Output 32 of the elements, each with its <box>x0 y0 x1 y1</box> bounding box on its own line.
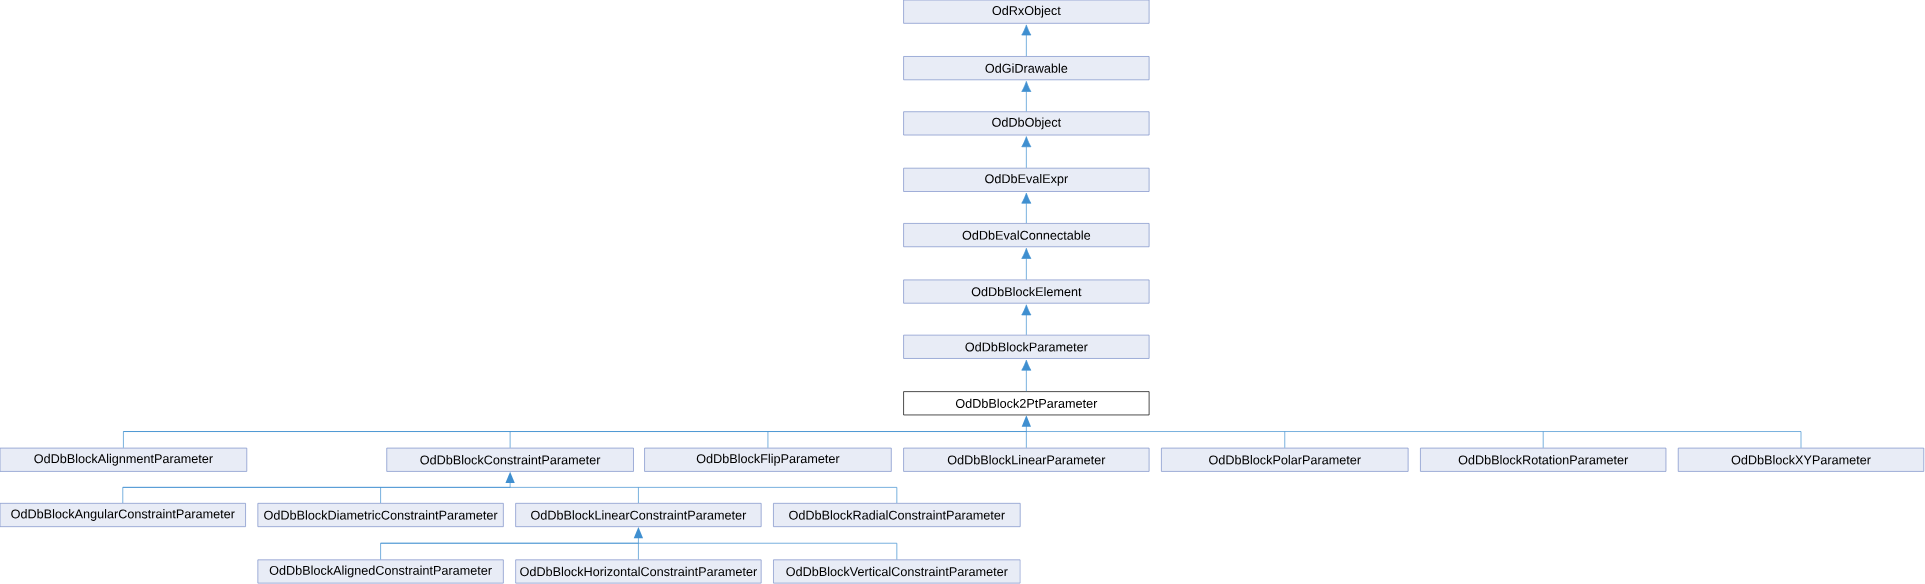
class-box: OdDbBlockAlignmentParameter <box>0 447 248 472</box>
class-box: OdDbBlockPolarParameter <box>1161 447 1409 472</box>
inheritance-arrow <box>123 415 1802 449</box>
inheritance-arrow <box>1021 24 1032 57</box>
inheritance-arrow <box>1021 248 1032 280</box>
class-box: OdDbBlockHorizontalConstraintParameter <box>515 559 762 584</box>
class-box: OdDbEvalExpr <box>903 167 1150 192</box>
class-box: OdDbBlockFlipParameter <box>644 447 892 472</box>
class-box: OdDbBlockLinearConstraintParameter <box>515 503 762 527</box>
class-box: OdDbBlockAngularConstraintParameter <box>0 503 246 527</box>
class-box: OdDbBlockXYParameter <box>1677 447 1925 472</box>
inheritance-arrow <box>122 471 898 504</box>
class-box: OdDbBlockRotationParameter <box>1420 447 1667 472</box>
class-box: OdDbBlock2PtParameter <box>903 391 1150 416</box>
class-box: OdDbEvalConnectable <box>903 223 1150 248</box>
class-box: OdDbBlockLinearParameter <box>903 447 1150 472</box>
class-box: OdRxObject <box>903 0 1150 24</box>
inheritance-arrow <box>1021 304 1032 336</box>
class-box: OdDbBlockConstraintParameter <box>386 447 634 472</box>
inheritance-arrow <box>1021 359 1032 392</box>
inheritance-arrow <box>1021 81 1032 112</box>
inheritance-arrow <box>380 527 898 560</box>
class-box: OdDbBlockDiametricConstraintParameter <box>257 503 504 527</box>
class-box: OdDbBlockElement <box>903 279 1150 304</box>
inheritance-arrow <box>1021 136 1032 169</box>
class-box: OdDbBlockParameter <box>903 334 1150 359</box>
class-box: OdGiDrawable <box>903 56 1150 81</box>
class-box: OdDbObject <box>903 111 1150 136</box>
inheritance-arrow <box>1021 192 1032 224</box>
class-box: OdDbBlockVerticalConstraintParameter <box>773 559 1021 584</box>
class-box: OdDbBlockRadialConstraintParameter <box>773 503 1021 527</box>
class-box: OdDbBlockAlignedConstraintParameter <box>257 559 504 584</box>
